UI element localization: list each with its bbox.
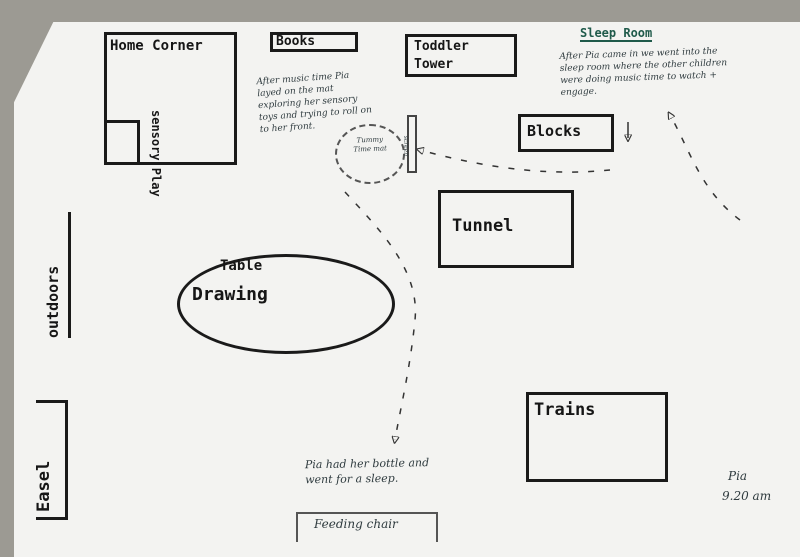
sensory-play-area xyxy=(104,120,140,165)
tummy-time-mat-label: Tummy Time mat xyxy=(353,135,388,154)
table-label: Table xyxy=(220,258,263,274)
home-corner-area xyxy=(104,32,237,165)
screen-area xyxy=(407,115,417,173)
easel-area xyxy=(36,400,68,520)
bottle-note: Pia had her bottle and went for a sleep. xyxy=(304,456,430,487)
tunnel-area xyxy=(438,190,574,268)
drawing-label: Drawing xyxy=(192,284,268,305)
easel-label: Easel xyxy=(34,460,54,512)
tunnel-label: Tunnel xyxy=(452,216,514,236)
signature-name: Pia xyxy=(728,469,748,483)
books-area xyxy=(270,32,358,52)
signature-time: 9.20 am xyxy=(722,489,772,503)
trains-area xyxy=(526,392,668,482)
sensory-play-label: sensory Play xyxy=(149,110,163,197)
screen-label: screen xyxy=(402,135,410,157)
blocks-label: Blocks xyxy=(527,122,582,140)
books-label: Books xyxy=(276,34,316,49)
trains-label: Trains xyxy=(534,400,596,420)
sleep-room-note: After Pia came in we went into the sleep… xyxy=(559,46,728,98)
toddler-tower-area xyxy=(405,34,517,77)
outdoors-label: outdoors xyxy=(44,265,62,338)
toddler-tower-label: Toddler Tower xyxy=(414,39,469,72)
tummy-time-mat xyxy=(335,124,405,184)
home-corner-label: Home Corner xyxy=(110,38,203,54)
outdoors-area xyxy=(68,212,81,338)
sleep-room-label: Sleep Room xyxy=(580,26,653,42)
feeding-chair-label: Feeding chair xyxy=(314,517,398,531)
feeding-chair-area xyxy=(296,512,438,542)
